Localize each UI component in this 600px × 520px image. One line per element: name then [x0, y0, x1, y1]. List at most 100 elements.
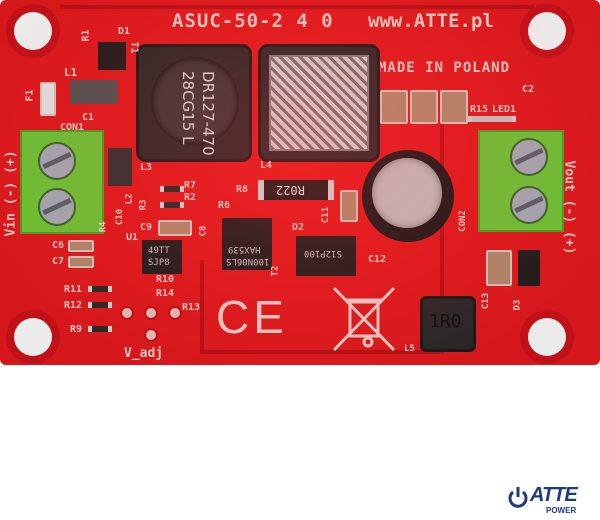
designator-CON1: CON1 [60, 122, 85, 133]
weee-bin-icon [332, 286, 396, 352]
diode-D3 [518, 250, 540, 286]
l5-marking: 1R0 [429, 311, 462, 332]
designator-C1: C1 [82, 112, 95, 123]
vadj-label: V_adj [124, 346, 164, 361]
capacitor-row-1 [380, 90, 408, 124]
board-website-label: www.ATTE.pl [368, 10, 494, 32]
designator-R2: R2 [184, 192, 197, 203]
designator-T2: T2 [270, 265, 281, 277]
designator-R10: R10 [156, 274, 175, 285]
inductor-marking-2: 28CG15 L [179, 71, 197, 145]
trace [200, 350, 444, 354]
capacitor-row-2 [410, 90, 438, 124]
designator-R4: R4 [98, 221, 109, 233]
designator-R6: R6 [218, 200, 231, 211]
designator-R3: R3 [138, 199, 149, 211]
capacitor-C12 [362, 150, 454, 242]
qr-inductor [258, 44, 380, 162]
designator-D1: D1 [118, 26, 131, 37]
resistor-R7 [160, 186, 184, 192]
vadj-pad-1 [120, 306, 134, 320]
capacitor-C7 [68, 256, 94, 268]
designator-C8: C8 [198, 225, 209, 237]
qr-code [269, 55, 369, 151]
ic-marking-1: 49TT [148, 246, 170, 256]
designator-C2: C2 [522, 84, 535, 95]
capacitor-C13 [486, 250, 512, 286]
designator-C11: C11 [321, 206, 332, 224]
input-screw-negative [38, 188, 76, 226]
ic-U1: 49TT SJP8 [142, 240, 182, 274]
mounting-hole-bottom-left [14, 318, 52, 356]
transistor-T1 [98, 42, 126, 70]
designator-F1: F1 [24, 89, 36, 102]
designator-C6: C6 [52, 240, 65, 251]
vadj-pad-4 [144, 328, 158, 342]
brand-logo: ATTE POWER [508, 484, 588, 516]
resistor-R12 [88, 302, 112, 308]
designator-R1: R1 [80, 29, 92, 42]
inductor-core [151, 57, 239, 145]
board-model-label: ASUC-50-2 4 0 [172, 10, 334, 32]
designator-R8: R8 [236, 184, 249, 195]
power-icon [508, 487, 528, 508]
diode-D2: S12P100 [296, 236, 356, 276]
designator-L1: L1 [64, 66, 78, 79]
output-screw-positive [510, 138, 548, 176]
designator-L4: L4 [260, 160, 273, 171]
inductor-L5: 1R0 [420, 296, 476, 352]
resistor-R9 [88, 326, 112, 332]
capacitor-C9 [158, 220, 192, 236]
designator-CON2: CON2 [457, 210, 468, 232]
inductor-L1 [70, 80, 118, 104]
resistor-R15 [468, 116, 516, 122]
designator-R12: R12 [64, 300, 83, 311]
designator-T1: T1 [128, 41, 140, 54]
capacitor-C12-top [372, 158, 442, 228]
input-label: Vin (-) (+) [3, 150, 19, 237]
input-terminal-block [20, 130, 104, 234]
mosfet-marking-1: HAX539 [228, 244, 261, 254]
output-label: Vout (-) (+) [561, 160, 577, 255]
designator-R14: R14 [156, 288, 175, 299]
mounting-hole-top-right [528, 12, 566, 50]
ce-mark: CE [216, 291, 288, 343]
trace [60, 5, 534, 9]
designator-D2: D2 [292, 222, 305, 233]
designator-L2: L2 [124, 193, 135, 205]
output-screw-negative [510, 186, 548, 224]
mounting-hole-bottom-right [528, 318, 566, 356]
vadj-pad-2 [144, 306, 158, 320]
main-inductor: DR127-470 28CG15 L [136, 44, 252, 162]
designator-C9: C9 [140, 222, 153, 233]
mosfet-marking-2: 100N06LS [226, 256, 270, 266]
capacitor-row-3 [440, 90, 468, 124]
resistor-R11 [88, 286, 112, 292]
ic-marking-2: SJP8 [148, 258, 170, 268]
brand-tagline: POWER [546, 506, 577, 515]
r8-marking: R022 [276, 183, 305, 197]
inductor-marking-1: DR127-470 [199, 71, 217, 156]
resistor-R2 [160, 202, 184, 208]
designator-U1: U1 [126, 232, 139, 243]
designator-C10: C10 [115, 208, 126, 226]
designator-L3: L3 [140, 162, 153, 173]
designator-R11: R11 [64, 284, 83, 295]
trace [200, 260, 204, 354]
capacitor-C11 [340, 190, 358, 222]
designator-LED1: LED1 [492, 104, 517, 115]
designator-R9: R9 [70, 324, 83, 335]
inductor-L2 [108, 148, 132, 186]
input-screw-positive [38, 142, 76, 180]
designator-R15: R15 [470, 104, 489, 115]
mounting-hole-top-left [14, 12, 52, 50]
designator-C13: C13 [481, 292, 492, 310]
designator-L5: L5 [404, 344, 415, 354]
designator-C12: C12 [368, 254, 387, 265]
designator-C7: C7 [52, 256, 65, 267]
designator-D3: D3 [512, 299, 523, 311]
pcb-board: ASUC-50-2 4 0 www.ATTE.pl MADE IN POLAND… [0, 0, 600, 365]
diode-marking: S12P100 [304, 248, 342, 258]
output-terminal-block [478, 130, 564, 232]
resistor-R8: R022 [258, 180, 334, 200]
